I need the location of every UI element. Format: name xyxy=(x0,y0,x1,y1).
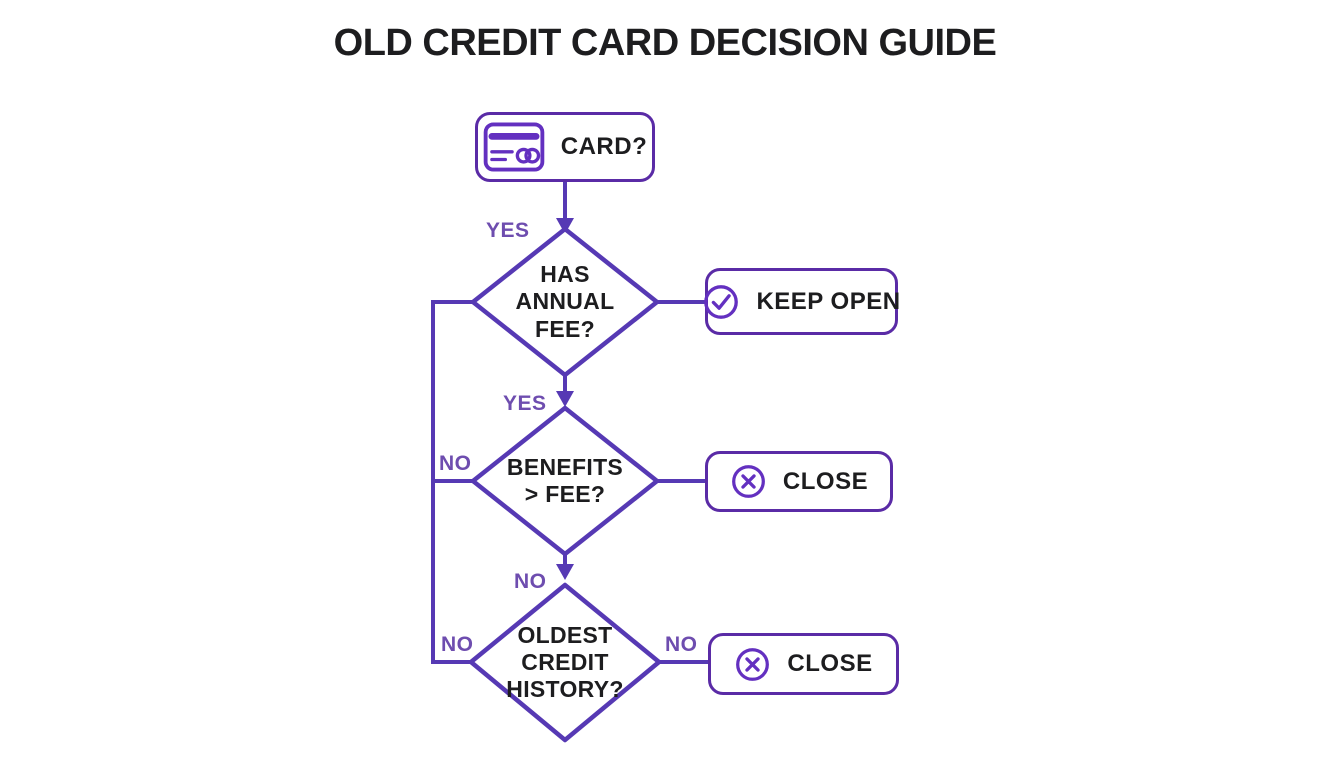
edge-label-no-into-history: NO xyxy=(514,570,547,593)
arrowhead-into-benefits xyxy=(556,391,574,407)
decision-text-has-annual-fee: HAS ANNUAL FEE? xyxy=(473,229,657,375)
decision-diamond-benefits-gt-fee xyxy=(470,405,660,557)
decision-diamond-has-annual-fee xyxy=(470,226,660,378)
page-title: OLD CREDIT CARD DECISION GUIDE xyxy=(333,22,997,64)
decision-line: > FEE? xyxy=(524,481,606,507)
edge-label-no-left-history: NO xyxy=(441,633,474,656)
edge-label-no-left-benefits: NO xyxy=(439,452,472,475)
start-node-label: CARD? xyxy=(560,133,648,160)
decision-text-benefits-gt-fee: BENEFITS > FEE? xyxy=(473,408,657,554)
outcome-label: CLOSE xyxy=(782,467,869,495)
start-node-card: CARD? xyxy=(475,112,655,182)
decision-line: BENEFITS xyxy=(506,453,624,480)
outcome-label: CLOSE xyxy=(787,650,873,677)
outcome-node-close-2: CLOSE xyxy=(708,633,899,695)
arrowhead-into-fee xyxy=(556,218,574,234)
decision-line: OLDEST xyxy=(517,621,613,648)
edge-label-no-right-history: NO xyxy=(665,633,698,656)
arrowhead-into-history xyxy=(556,564,574,580)
x-circle-icon xyxy=(730,463,767,500)
decision-line: HAS xyxy=(540,261,590,288)
credit-card-icon xyxy=(483,122,545,172)
decision-line: HISTORY? xyxy=(506,676,624,703)
decision-line: ANNUAL xyxy=(515,288,615,315)
x-circle-icon xyxy=(734,646,771,683)
check-circle-icon xyxy=(702,283,740,321)
outcome-node-close-1: CLOSE xyxy=(705,451,893,512)
outcome-node-keep-open: KEEP OPEN xyxy=(702,268,901,335)
edge-label-yes-into-fee: YES xyxy=(486,219,530,242)
decision-line: CREDIT xyxy=(521,648,609,675)
decision-text-oldest-credit-history: OLDEST CREDIT HISTORY? xyxy=(471,585,659,740)
decision-line: FEE? xyxy=(535,315,595,342)
outcome-label: KEEP OPEN xyxy=(756,287,901,315)
edge-label-yes-into-benefits: YES xyxy=(503,392,547,415)
decision-diamond-oldest-credit-history xyxy=(468,582,662,743)
